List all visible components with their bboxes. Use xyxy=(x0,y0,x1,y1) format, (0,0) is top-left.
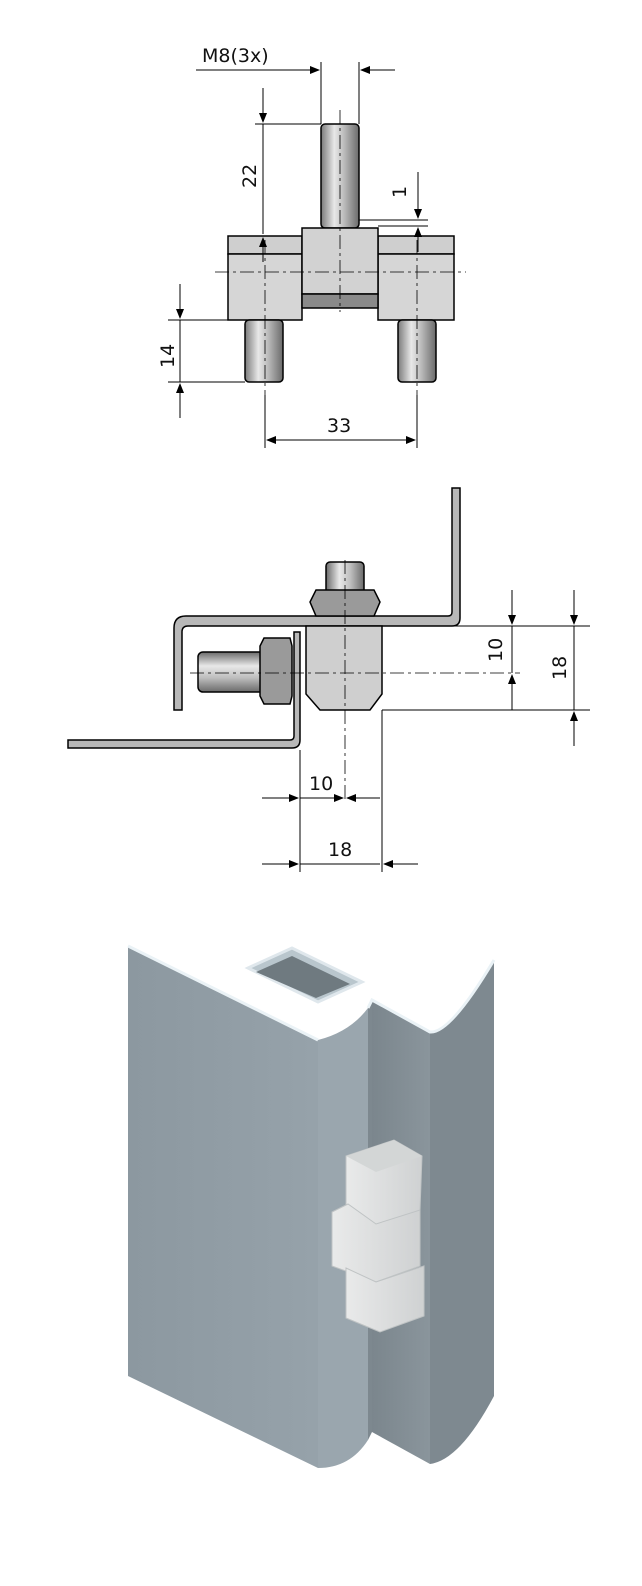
side-view-svg: 10 18 10 18 xyxy=(67,487,590,872)
right-plate-top xyxy=(377,235,455,255)
hinge-bottom-segment xyxy=(345,1265,425,1333)
upper-bent-profile xyxy=(173,487,461,711)
dim-horiz-10-label: 10 xyxy=(309,773,333,795)
profile-top-edge xyxy=(366,959,496,1034)
dim-14-label: 14 xyxy=(157,344,179,368)
profile-channel-inner xyxy=(256,956,350,998)
profile-right-wing xyxy=(430,960,494,1464)
dim-vert-10-label: 10 xyxy=(485,638,507,662)
dim-1-label: 1 xyxy=(389,186,411,198)
dim-horiz-18-label: 18 xyxy=(328,839,352,861)
thread-label: M8(3x) xyxy=(202,45,269,67)
right-plate-block xyxy=(377,253,455,321)
hinge-top-cap xyxy=(346,1140,422,1172)
dim-33-label: 33 xyxy=(327,415,351,437)
profile-left-face xyxy=(128,946,318,1468)
left-bottom-pin xyxy=(244,319,284,383)
side-bolt-shaft xyxy=(197,651,269,693)
side-view-drawing: 10 18 10 18 xyxy=(0,470,642,890)
hinge-block xyxy=(305,625,383,711)
profile-left-edge xyxy=(127,944,319,1042)
lower-bent-profile xyxy=(67,631,301,749)
top-view-drawing: M8(3x) 22 1 14 33 xyxy=(0,0,642,460)
top-view-svg: M8(3x) 22 1 14 33 xyxy=(157,45,466,448)
hinge-middle-segment xyxy=(331,1203,421,1283)
dim-vert-18-label: 18 xyxy=(549,656,571,680)
profile-render xyxy=(0,920,642,1580)
side-nut xyxy=(259,637,293,705)
profile-render-svg xyxy=(127,944,496,1468)
dim-22-label: 22 xyxy=(239,164,261,188)
